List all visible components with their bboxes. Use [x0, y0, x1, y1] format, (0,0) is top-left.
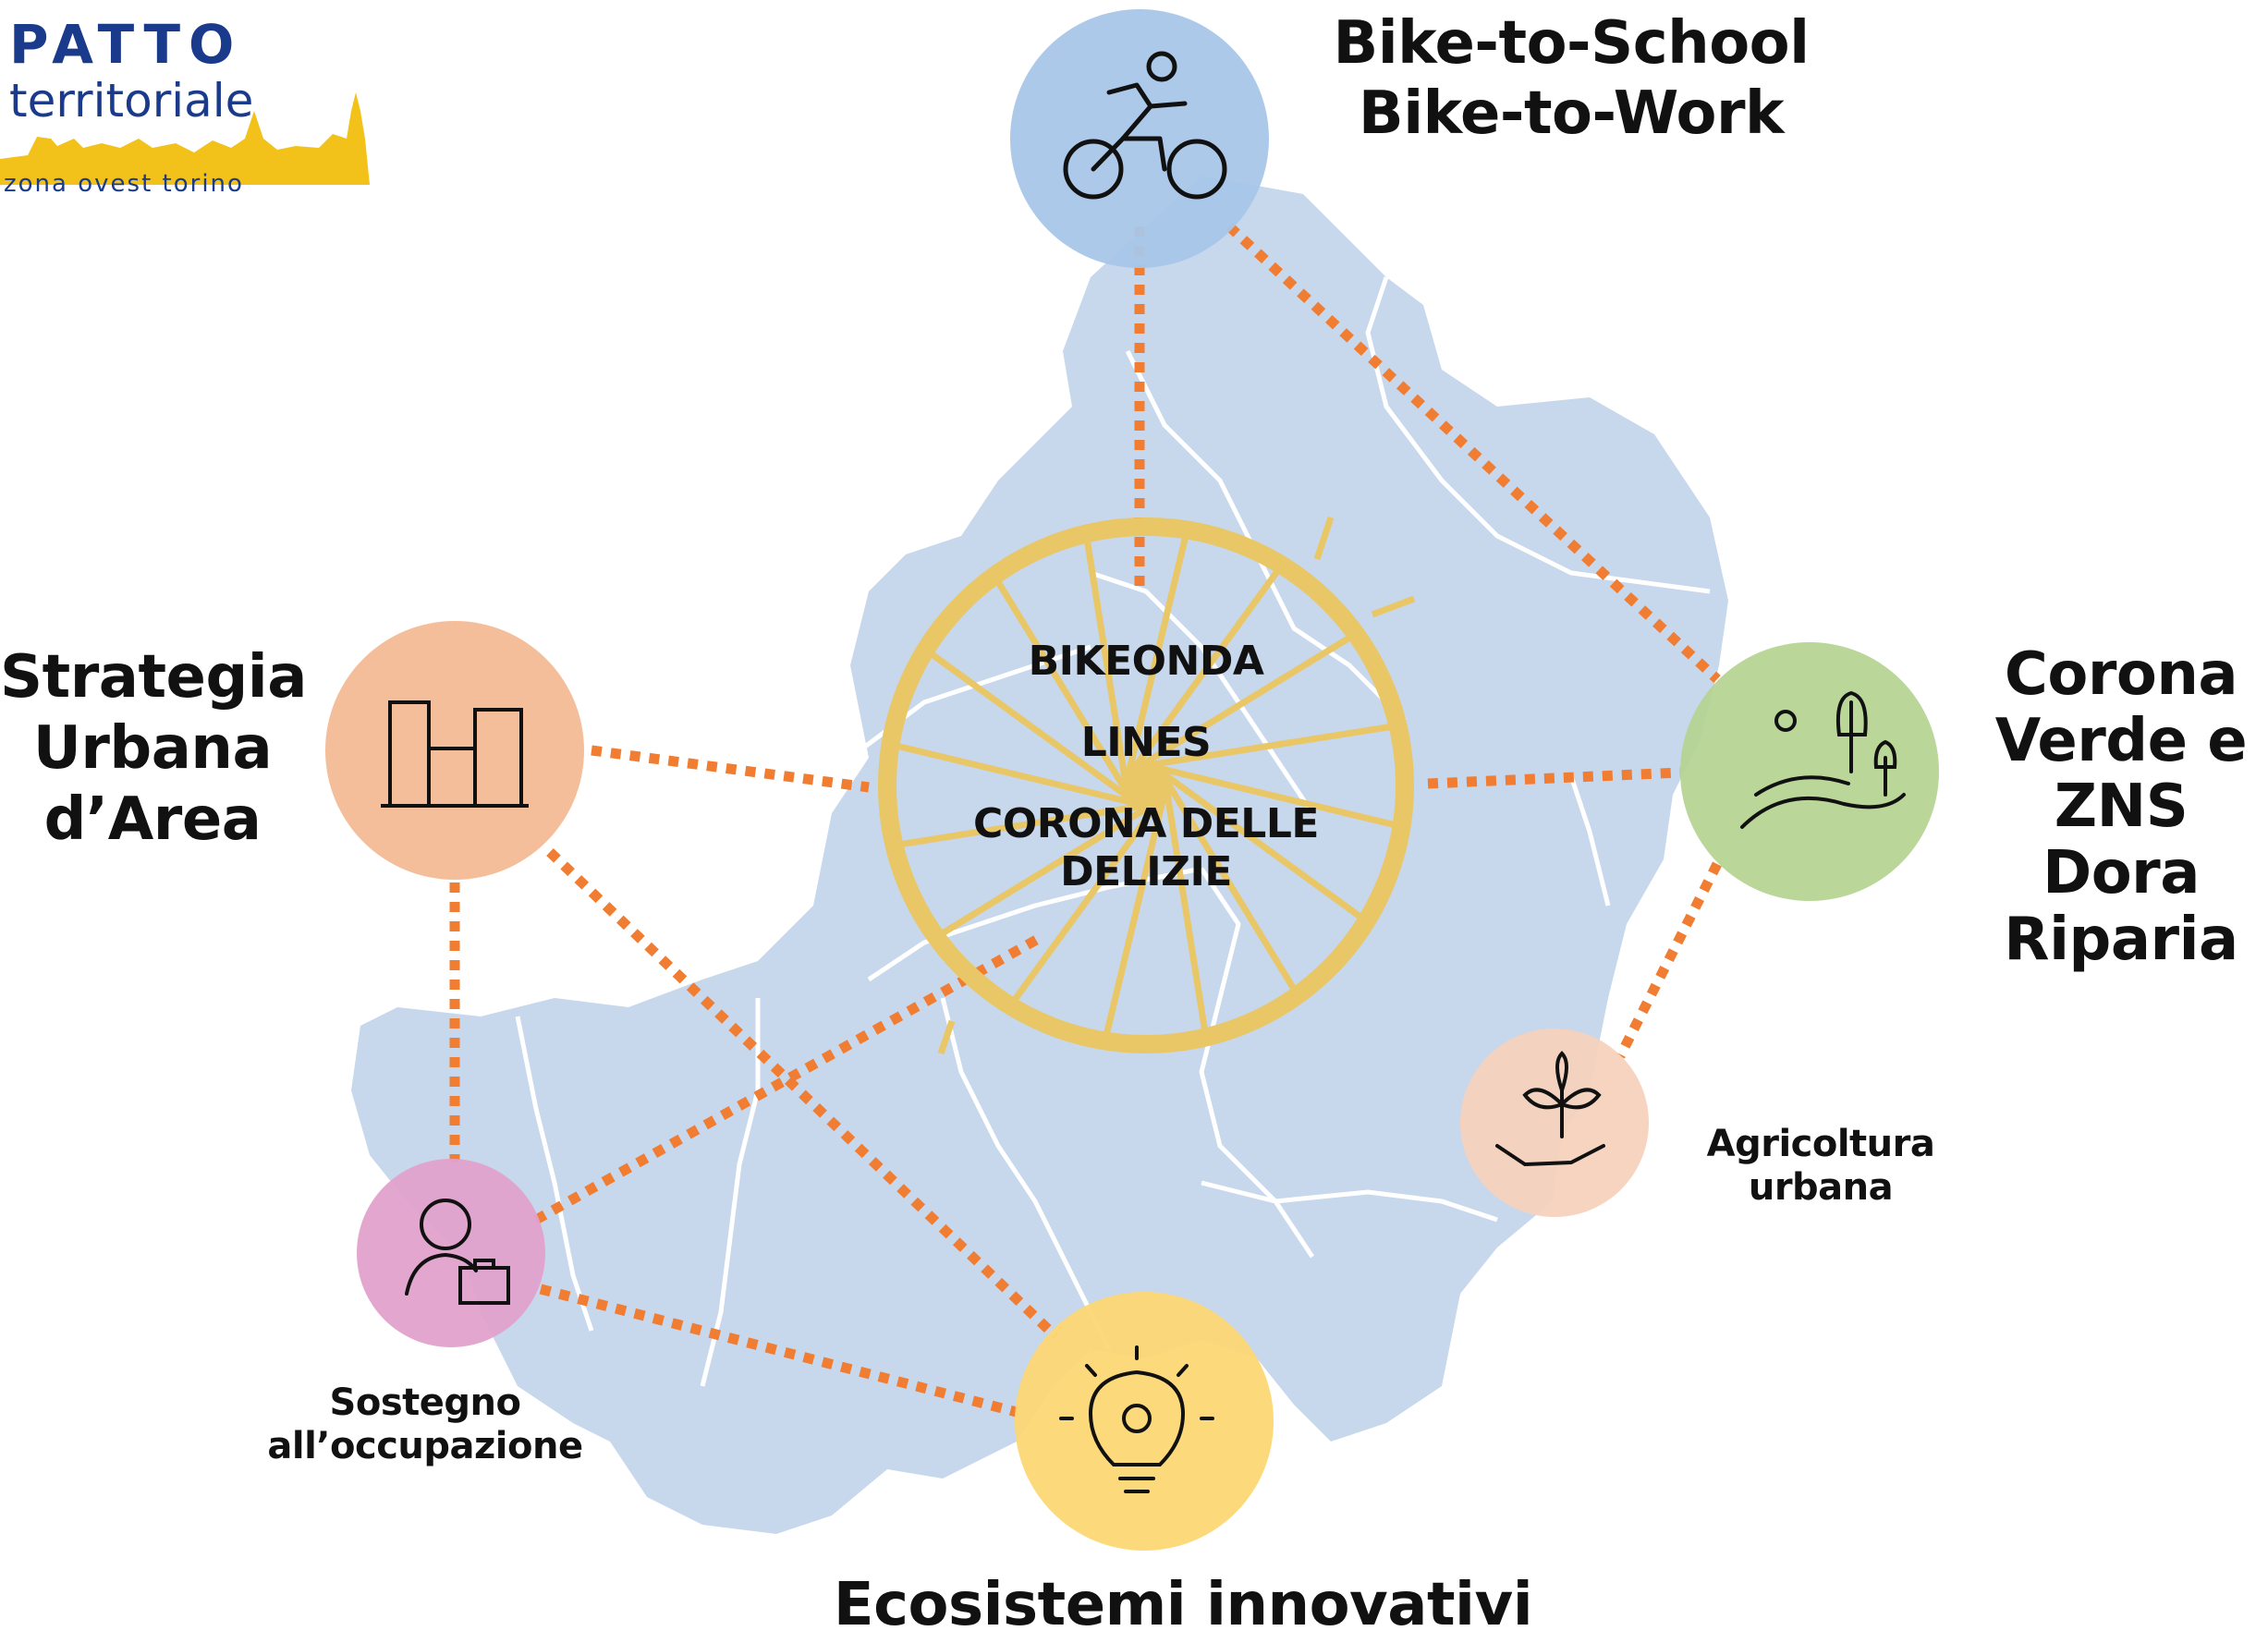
- node-strategia: [325, 621, 584, 880]
- municipal-boundaries: [515, 276, 1711, 1387]
- sostegno-label: Sostegno all’occupazione: [231, 1381, 619, 1468]
- agricoltura-label: Agricoltura urbana: [1673, 1123, 1969, 1210]
- strategia-label-line-3: d’Area: [43, 785, 262, 854]
- ecosistemi-label: Ecosistemi innovativi: [833, 1571, 1533, 1639]
- corona-label-line-3: ZNS Dora: [2042, 773, 2200, 908]
- wheel-spoke: [941, 797, 1163, 936]
- wheel-spoke: [1104, 785, 1170, 1035]
- bike-wheel: [878, 516, 1416, 1055]
- worker-briefcase-icon: [405, 1199, 510, 1305]
- wheel-spoke: [1138, 724, 1392, 771]
- corona-label-line-4: Riparia: [2004, 905, 2238, 974]
- node-corona: [1680, 642, 1939, 901]
- agricoltura-label-line-2: urbana: [1748, 1166, 1894, 1210]
- wheel-spoke: [1012, 791, 1168, 1002]
- node-sostegno: [357, 1159, 545, 1347]
- corona-label-line-1: Corona: [2004, 640, 2238, 709]
- wheel-spoke: [1157, 769, 1297, 991]
- connectors: [449, 222, 1722, 1418]
- lightbulb-gear-icon: [1059, 1345, 1214, 1493]
- node-bike: [1010, 9, 1269, 268]
- buildings-icon: [381, 700, 529, 808]
- strategia-label: Strategia Urbana d’Area: [0, 642, 307, 855]
- node-ecosistemi: [1015, 1292, 1274, 1551]
- sostegno-label-line-1: Sostegno: [329, 1381, 521, 1424]
- wheel-spoke: [900, 800, 1154, 847]
- wheel-spoke: [1161, 777, 1208, 1031]
- hub-line-1: BIKEONDA: [1028, 638, 1264, 685]
- node-agricoltura: [1460, 1028, 1649, 1217]
- hub-line-3: CORONA DELLE: [973, 800, 1319, 847]
- wheel-spoke: [1124, 569, 1280, 780]
- hub-line-2: LINES: [1080, 719, 1212, 766]
- logo: PATTO territoriale zona ovest torino: [0, 13, 370, 198]
- cyclist-icon: [1063, 51, 1227, 200]
- wheel-spoke: [995, 580, 1135, 802]
- wheel-spoke: [930, 651, 1140, 808]
- wheel-spoke: [896, 743, 1147, 809]
- logo-line-3: zona ovest torino: [4, 170, 244, 198]
- corona-label: Corona Verde e ZNS Dora Riparia: [1969, 640, 2268, 974]
- landscape-trees-icon: [1740, 690, 1906, 829]
- strategia-label-line-2: Urbana: [32, 713, 273, 783]
- logo-skyline: [0, 92, 370, 185]
- agricoltura-label-line-1: Agricoltura: [1706, 1123, 1935, 1165]
- hub-line-4: DELIZIE: [1060, 848, 1232, 895]
- hand-plant-icon: [1495, 1051, 1605, 1167]
- wheel-spoke: [1145, 761, 1396, 828]
- strategia-label-line-1: Strategia: [0, 643, 307, 712]
- wheel-spoke: [1122, 536, 1189, 786]
- bike-label-line-2: Bike-to-Work: [1358, 79, 1785, 148]
- wheel-spoke: [1152, 763, 1362, 919]
- logo-line-2: territoriale: [9, 74, 254, 128]
- wheel-spoke: [1084, 540, 1131, 794]
- wheel-spoke: [1129, 635, 1351, 774]
- bike-label: Bike-to-School Bike-to-Work: [1294, 9, 1848, 149]
- logo-line-1: PATTO: [9, 13, 243, 76]
- corona-label-line-2: Verde e: [1994, 706, 2248, 775]
- sostegno-label-line-2: all’occupazione: [267, 1425, 583, 1468]
- bike-label-line-1: Bike-to-School: [1333, 9, 1810, 78]
